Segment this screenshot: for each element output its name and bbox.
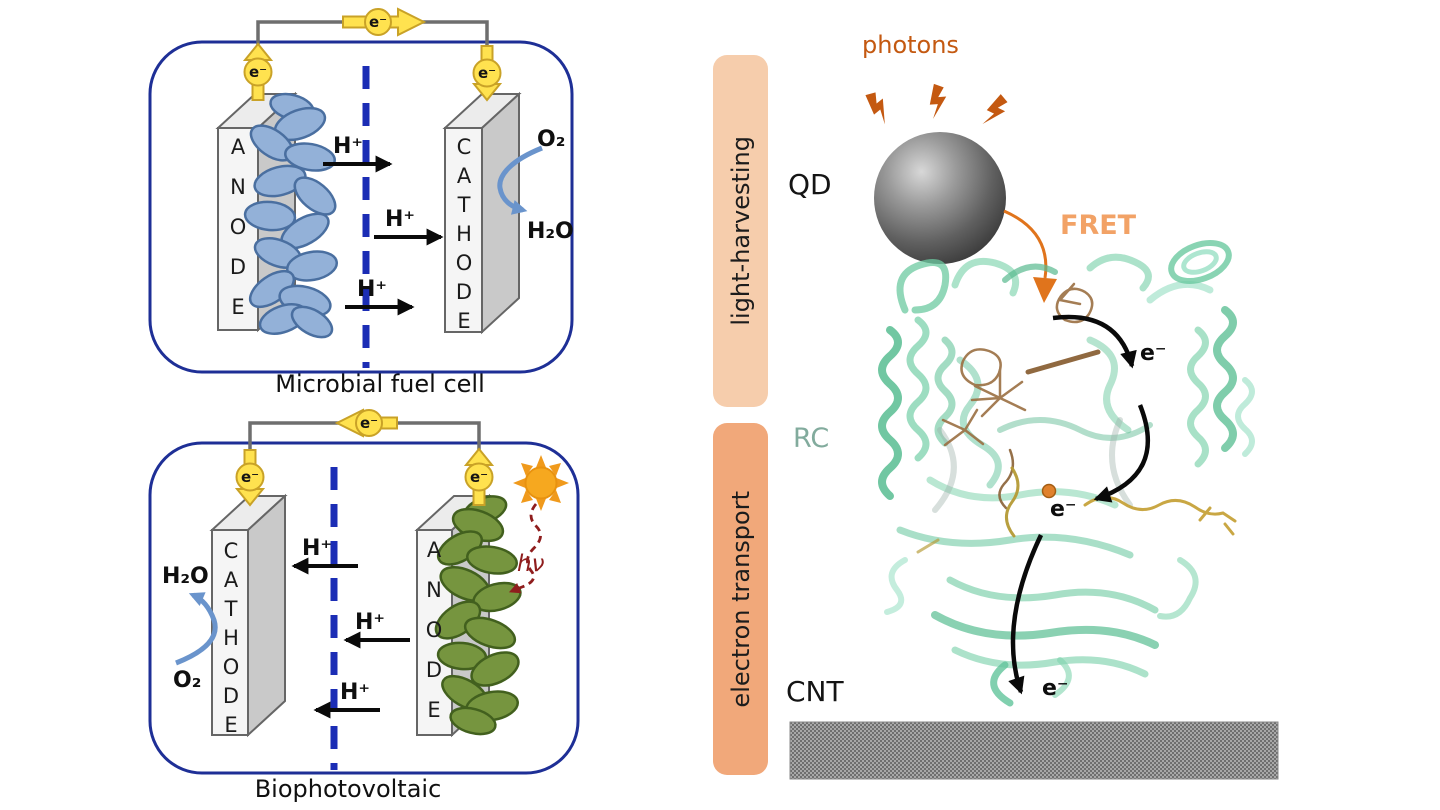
light-harvesting-bar [713,55,768,407]
biophotovoltaic-diagram: hν e⁻ e⁻ e⁻ H⁺ H⁺ H⁺ H₂O O₂ [148,408,580,803]
electron-badge [464,462,494,492]
cofactor-dot [1041,483,1057,499]
mfc-cathode-label: CATHODE [452,134,476,338]
carotenoid-chain [916,466,1237,554]
fret-label: FRET [1060,210,1137,241]
electron-transfer-arcs [1008,314,1150,695]
bpv-electron-flow [234,408,495,507]
electron-label: e⁻ [241,468,259,486]
light-harvesting-text: light-harvesting [726,136,755,326]
oxygen-label: O₂ [173,668,201,693]
reaction-center-protein [878,240,1255,707]
bpv-cathode-electrode [209,493,288,738]
electron-label: e⁻ [1140,341,1167,366]
hv-photon-arrow [508,503,542,594]
electron-badge [235,462,265,492]
cnt-film [789,721,1279,780]
proton-label: H⁺ [385,207,415,232]
electron-label: e⁻ [1042,676,1069,701]
mfc-proton-arrows [323,155,444,316]
pigment-stick [1025,349,1101,375]
microbial-fuel-cell-diagram: e⁻ e⁻ e⁻ H⁺ H⁺ H⁺ O₂ H₂O Microbial fuel … [148,7,574,398]
electron-transport-text: electron transport [726,490,755,708]
o2-to-h2o-arrow [497,145,543,215]
light-harvesting-bar-label: light-harvesting [713,55,768,407]
electron-arc [1093,404,1150,503]
bpv-cathode-label: CATHODE [219,538,243,742]
photon-bolt-icon [929,83,947,119]
water-label: H₂O [527,219,574,244]
electron-label: e⁻ [360,414,378,432]
electron-badge [364,8,392,36]
mfc-anode-label: ANODE [226,135,250,335]
cnt-label: CNT [786,675,844,708]
photon-bolt-icon [982,94,1008,125]
electron-transport-bar-label: electron transport [713,423,768,775]
hv-label: hν [517,551,545,577]
electron-label: e⁻ [249,63,267,81]
quantum-dot-sphere [874,132,1006,264]
sun-icon [513,455,569,511]
photons-label: photons [862,31,959,59]
oxygen-label: O₂ [537,127,565,152]
proton-label: H⁺ [357,277,387,302]
electron-badge [243,57,273,87]
bpv-bacteria-cluster [434,495,522,736]
proton-label: H⁺ [355,610,385,635]
proton-label: H⁺ [333,134,363,159]
proton-label: H⁺ [302,536,332,561]
electron-label: e⁻ [1050,497,1077,522]
bpv-title: Biophotovoltaic [255,775,442,803]
water-label: H₂O [162,564,209,589]
electron-label: e⁻ [478,64,496,82]
bpv-anode-label: ANODE [422,538,446,738]
mfc-cathode-electrode [442,91,522,335]
mfc-electron-flow [242,7,503,102]
photon-bolt-icon [865,92,885,125]
electron-transport-bar [713,423,768,775]
electron-badge [472,58,502,88]
bpv-proton-arrows [291,557,410,719]
o2-to-h2o-arrow [175,592,218,666]
electron-label: e⁻ [369,13,387,31]
mfc-title: Microbial fuel cell [275,370,485,398]
qd-label: QD [788,168,832,201]
electron-arc [1052,314,1137,369]
photon-bolts [865,83,1008,125]
mfc-bacteria-cluster [243,92,338,339]
electron-label: e⁻ [470,468,488,486]
rc-label: RC [793,423,829,454]
proton-label: H⁺ [340,680,370,705]
fret-arrowhead [1033,277,1057,303]
electron-arc [1008,534,1044,695]
qd-rc-cnt-diagram: photons QD FRET [713,31,1279,780]
electron-badge [355,409,383,437]
